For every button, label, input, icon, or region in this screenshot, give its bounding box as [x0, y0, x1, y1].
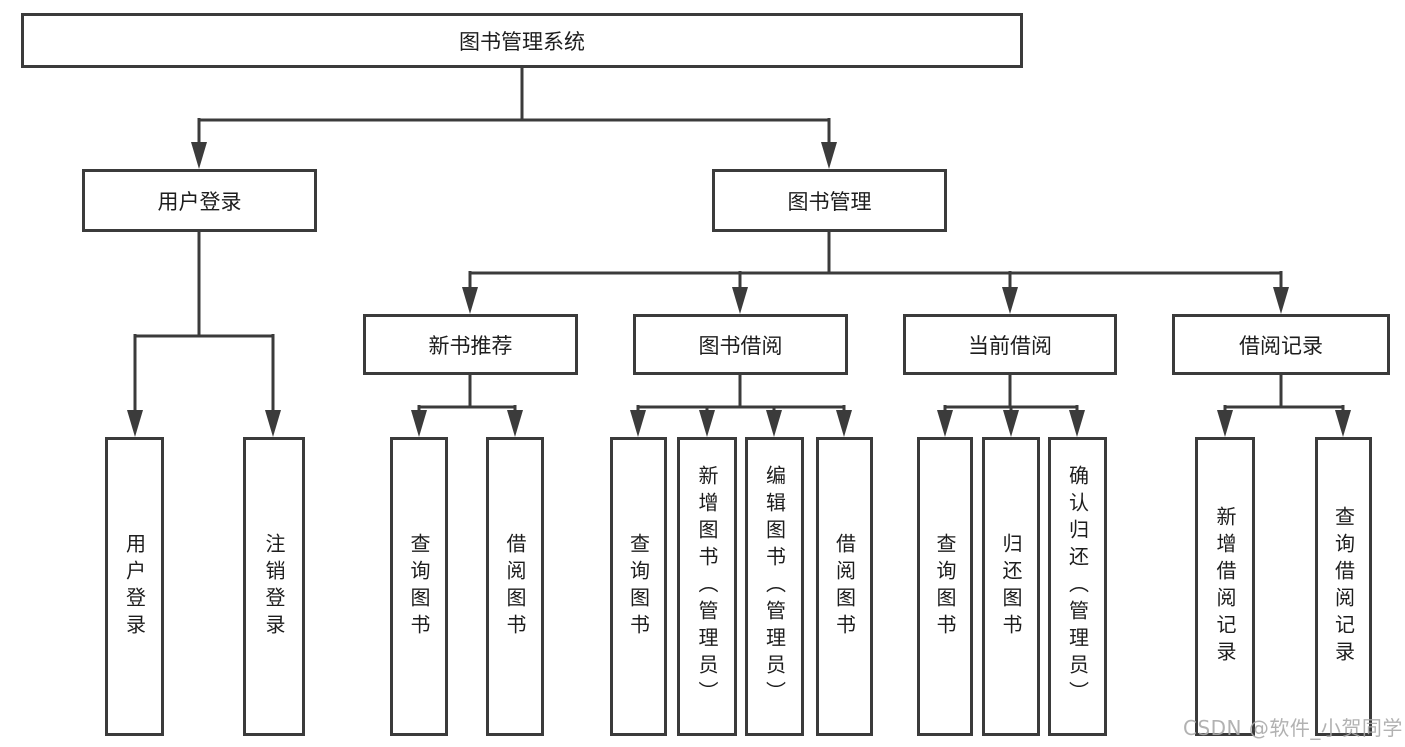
- leaf-user-login: 用户登录: [105, 437, 164, 736]
- node-current-borrowing-label: 当前借阅: [968, 333, 1052, 358]
- arrowhead: [1002, 287, 1018, 314]
- arrowhead: [766, 410, 782, 437]
- leaf-br-query-record-label: 查询借阅记录: [1331, 505, 1356, 668]
- leaf-nbr-query-books-label: 查询图书: [407, 532, 431, 641]
- leaf-cb-return-books: 归还图书: [982, 437, 1040, 736]
- arrowhead: [1273, 287, 1289, 314]
- node-borrow-records: 借阅记录: [1172, 314, 1390, 375]
- node-new-book-recommend: 新书推荐: [363, 314, 578, 375]
- connector-book-management-to-level3: [468, 232, 1283, 289]
- node-new-book-recommend-label: 新书推荐: [428, 333, 513, 358]
- leaf-cb-confirm-return-admin-label: 确认归还（管理员）: [1065, 465, 1090, 708]
- leaf-cb-query-books: 查询图书: [917, 437, 973, 736]
- leaf-br-query-record: 查询借阅记录: [1315, 437, 1372, 736]
- arrowhead: [937, 410, 953, 437]
- leaf-bb-add-books-admin-label: 新增图书（管理员）: [695, 465, 719, 708]
- node-root: 图书管理系统: [21, 13, 1023, 68]
- leaf-logout-label: 注销登录: [262, 532, 286, 641]
- arrowhead: [1217, 410, 1233, 437]
- leaf-bb-borrow-books-label: 借阅图书: [832, 532, 857, 641]
- leaf-bb-add-books-admin: 新增图书（管理员）: [677, 437, 737, 736]
- arrowhead: [699, 410, 715, 437]
- connector-new-book-recommend-to-leaves: [417, 375, 517, 412]
- leaf-br-add-record: 新增借阅记录: [1195, 437, 1255, 736]
- node-user-login-label: 用户登录: [157, 189, 242, 214]
- leaf-br-add-record-label: 新增借阅记录: [1213, 505, 1237, 668]
- arrowhead: [821, 142, 837, 169]
- node-current-borrowing: 当前借阅: [903, 314, 1117, 375]
- connector-root-to-level2: [197, 68, 831, 144]
- leaf-bb-borrow-books: 借阅图书: [816, 437, 873, 736]
- arrowhead: [732, 287, 748, 314]
- node-user-login: 用户登录: [82, 169, 317, 232]
- arrowhead: [265, 410, 281, 437]
- leaf-bb-query-books-label: 查询图书: [626, 532, 651, 641]
- connector-borrow-records-to-leaves: [1223, 375, 1345, 412]
- csdn-watermark: CSDN @软件_小贺同学: [1183, 716, 1403, 740]
- connector-lines: [133, 68, 1345, 412]
- leaf-nbr-query-books: 查询图书: [390, 437, 448, 736]
- leaf-cb-query-books-label: 查询图书: [933, 532, 957, 641]
- node-root-label: 图书管理系统: [459, 29, 585, 54]
- connector-current-borrowing-to-leaves: [943, 375, 1079, 412]
- leaf-bb-edit-books-admin: 编辑图书（管理员）: [745, 437, 804, 736]
- arrowhead: [1335, 410, 1351, 437]
- arrowhead: [1003, 410, 1019, 437]
- arrowhead: [191, 142, 207, 169]
- arrowhead: [1069, 410, 1085, 437]
- leaf-nbr-borrow-books: 借阅图书: [486, 437, 544, 736]
- node-book-management-label: 图书管理: [787, 189, 872, 214]
- node-book-borrowing-label: 图书借阅: [698, 333, 783, 358]
- leaf-cb-confirm-return-admin: 确认归还（管理员）: [1048, 437, 1107, 736]
- leaf-logout: 注销登录: [243, 437, 305, 736]
- arrowhead: [411, 410, 427, 437]
- node-book-management: 图书管理: [712, 169, 947, 232]
- leaf-cb-return-books-label: 归还图书: [999, 532, 1023, 641]
- connector-user-login-to-leaves: [133, 232, 275, 412]
- node-book-borrowing: 图书借阅: [633, 314, 848, 375]
- arrowhead: [836, 410, 852, 437]
- arrowheads: [127, 142, 1351, 437]
- node-borrow-records-label: 借阅记录: [1239, 333, 1323, 358]
- arrowhead: [127, 410, 143, 437]
- leaf-user-login-label: 用户登录: [122, 532, 147, 641]
- arrowhead: [462, 287, 478, 314]
- connector-book-borrowing-to-leaves: [636, 375, 846, 412]
- leaf-bb-edit-books-admin-label: 编辑图书（管理员）: [762, 465, 787, 708]
- leaf-nbr-borrow-books-label: 借阅图书: [503, 532, 527, 641]
- arrowhead: [507, 410, 523, 437]
- leaf-bb-query-books: 查询图书: [610, 437, 667, 736]
- arrowhead: [630, 410, 646, 437]
